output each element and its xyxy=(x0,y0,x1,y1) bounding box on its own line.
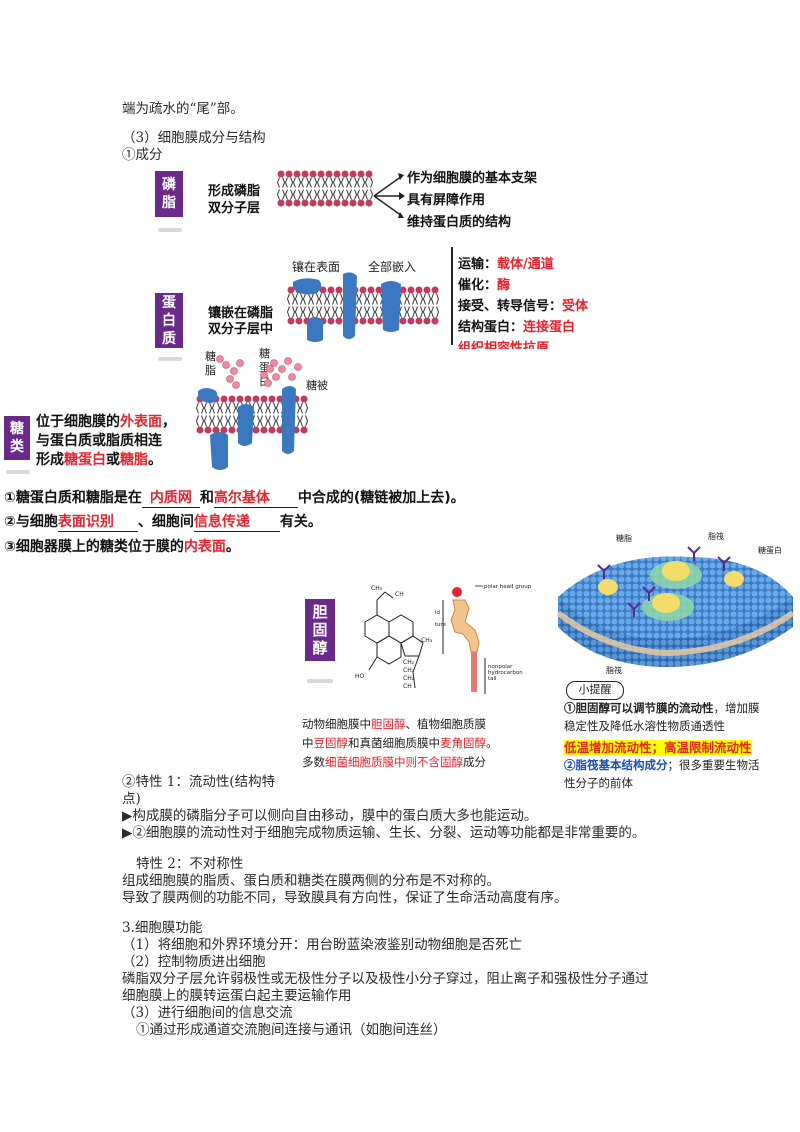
cholesterol-note-2: 中豆固醇和真菌细胞质膜中麦角固醇。 xyxy=(302,736,498,750)
function-3: （3）进行细胞间的信息交流 xyxy=(122,1005,293,1021)
svg-text:tail: tail xyxy=(488,676,497,682)
feature1-title-2: 点) xyxy=(122,791,141,807)
lipid-raft-diagram: 糖脂 脂筏 糖蛋白 脂筏 xyxy=(556,531,795,675)
svg-text:structure: structure xyxy=(435,622,447,628)
raft-label-raft: 脂筏 xyxy=(708,531,724,541)
svg-text:steroid: steroid xyxy=(435,610,440,616)
feature1-point-2: ▶②细胞膜的流动性对于细胞完成物质运输、生长、分裂、运动等功能都是非常重要的。 xyxy=(122,825,646,841)
svg-text:CH₂: CH₂ xyxy=(403,659,415,666)
tip-line-2: 稳定性及降低水溶性物质通透性 xyxy=(564,719,725,733)
feature2-title: 特性 2：不对称性 xyxy=(136,856,244,872)
svg-text:CH: CH xyxy=(395,591,404,598)
svg-text:hydrocarbon: hydrocarbon xyxy=(488,670,523,676)
sugar-desc-2: 与蛋白质或脂质相连 xyxy=(36,433,162,449)
section-title: （3）细胞膜成分与结构 xyxy=(122,130,266,146)
sugar-point-1: ①糖蛋白质和糖脂是在内质网和高尔基体中合成的(糖链被加上去)。 xyxy=(4,487,465,508)
svg-text:CH₃: CH₃ xyxy=(421,637,433,644)
phospholipid-desc-1: 形成磷脂 xyxy=(208,184,261,199)
label-glycolipid: 糖 脂 xyxy=(205,350,216,377)
phospholipid-bilayer-diagram xyxy=(276,170,374,207)
label-glycocalyx: 糖被 xyxy=(306,379,328,392)
feature1-title-1: ②特性 1：流动性(结构特 xyxy=(122,774,276,790)
sugar-desc-1: 位于细胞膜的外表面， xyxy=(36,414,176,430)
function-3-item-1: ①通过形成通道交流胞间连接与通讯（如胞间连丝） xyxy=(136,1022,447,1038)
svg-text:CH₃: CH₃ xyxy=(371,585,383,592)
protein-desc-1: 镶嵌在磷脂 xyxy=(208,306,274,321)
protein-function-3: 接受、转导信号：受体 xyxy=(458,299,589,314)
shadow-bar xyxy=(158,357,182,361)
cholesterol-schematic-diagram: polar head group rigid steroid ring stru… xyxy=(435,584,532,694)
top-line: 端为疏水的“尾”部。 xyxy=(122,101,244,117)
cholesterol-note-3: 多数细菌细胞质膜中则不含固醇成分 xyxy=(302,755,486,769)
sugar-desc-3: 形成糖蛋白或糖脂。 xyxy=(36,452,162,468)
label-full: 全部嵌入 xyxy=(368,260,417,274)
bracket-line xyxy=(451,247,453,345)
cholesterol-note-1: 动物细胞膜中胆固醇、植物细胞质膜 xyxy=(302,717,486,731)
phospholipid-desc-2: 双分子层 xyxy=(208,201,261,216)
cholesterol-tag: 胆固醇 xyxy=(305,599,335,661)
arrows-diagram xyxy=(373,173,405,218)
svg-text:CH: CH xyxy=(403,683,412,690)
sugar-tag: 糖类 xyxy=(4,416,30,460)
svg-text:CH₂: CH₂ xyxy=(403,675,415,682)
phospholipid-role-3: 维持蛋白质的结构 xyxy=(407,215,512,230)
protein-function-1: 运输：载体/通道 xyxy=(458,257,554,272)
raft-label-raft2: 脂筏 xyxy=(606,665,622,675)
phospholipid-role-1: 作为细胞膜的基本支架 xyxy=(407,171,538,186)
svg-text:nonpolar: nonpolar xyxy=(488,664,513,670)
cholesterol-structure-diagram: CH₃ CH CH₃ CH₂ CH₂ CH₂ CH HO xyxy=(355,585,433,690)
protein-tag: 蛋白质 xyxy=(155,293,183,348)
phospholipid-role-2: 具有屏障作用 xyxy=(407,193,486,208)
raft-label-glycoprotein: 糖蛋白 xyxy=(758,545,782,555)
feature1-point-1: ▶构成膜的磷脂分子可以侧向自由移动，膜中的蛋白质大多也能运动。 xyxy=(122,808,538,824)
function-1: （1）将细胞和外界环境分开：用台盼蓝染液鉴别动物细胞是否死亡 xyxy=(122,937,523,953)
feature2-para-1: 组成细胞膜的脂质、蛋白质和糖类在膜两侧的分布是不对称的。 xyxy=(122,873,500,889)
protein-function-4: 结构蛋白：连接蛋白 xyxy=(458,320,576,335)
shadow-bar xyxy=(307,679,333,683)
shadow-bar xyxy=(158,228,182,232)
sugar-point-3: ③细胞器膜上的糖类位于膜的内表面。 xyxy=(4,539,240,555)
protein-function-2: 催化：酶 xyxy=(458,278,511,293)
glycocalyx-membrane-diagram xyxy=(195,355,309,470)
svg-text:CH₂: CH₂ xyxy=(403,667,415,674)
function-title: 3.细胞膜功能 xyxy=(122,920,203,936)
protein-desc-2: 双分子层中 xyxy=(208,322,274,337)
function-2-para-1: 磷脂双分子层允许弱极性或无极性分子以及极性小分子穿过，阻止离子和强极性分子通过 xyxy=(122,971,649,987)
label-surface: 镶在表面 xyxy=(292,260,341,274)
svg-text:HO: HO xyxy=(355,673,365,680)
shadow-bar xyxy=(6,470,30,474)
protein-functions: 运输：载体/通道 催化：酶 接受、转导信号：受体 结构蛋白：连接蛋白 组织相容性… xyxy=(458,253,588,349)
raft-label-glycolipid: 糖脂 xyxy=(616,533,632,543)
phospholipid-tag: 磷脂 xyxy=(155,171,183,217)
tip-line-1: ①胆固醇可以调节膜的流动性，增加膜 xyxy=(564,701,760,715)
tip-line-3: 低温增加流动性；高温限制流动性 xyxy=(564,740,752,755)
subsection-title: ①成分 xyxy=(122,147,163,163)
tip-line-5: 性分子的前体 xyxy=(564,776,633,790)
function-2-para-2: 细胞膜上的膜转运蛋白起主要运输作用 xyxy=(122,988,352,1004)
function-2: （2）控制物质进出细胞 xyxy=(122,954,266,970)
label-polar-head: polar head group xyxy=(484,584,532,590)
sugar-point-2: ②与细胞表面识别、细胞间信息传递有关。 xyxy=(4,511,322,532)
tip-title: 小提醒 xyxy=(566,681,624,700)
protein-function-5: 组织相容性抗原 xyxy=(458,341,550,349)
protein-membrane-diagram xyxy=(286,272,440,342)
tip-line-4: ②脂筏基本结构成分；很多重要生物活 xyxy=(564,758,760,772)
label-glycoprotein: 糖 蛋 白 xyxy=(259,347,270,388)
feature2-para-2: 导致了膜两侧的功能不同，导致膜具有方向性，保证了生命活动高度有序。 xyxy=(122,890,568,906)
